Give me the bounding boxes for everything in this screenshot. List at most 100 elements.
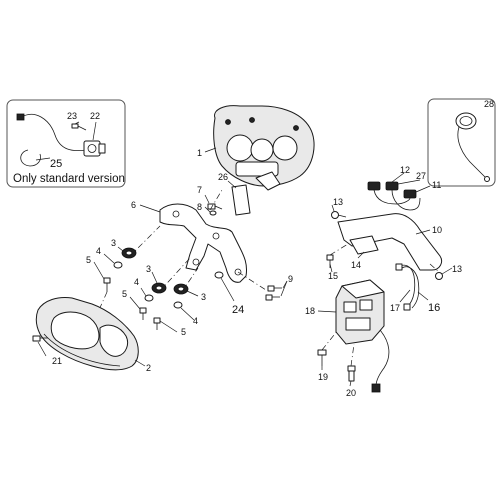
grommet-bore [125,250,133,256]
cable-connector [16,113,25,121]
cluster-mount-tab [255,171,281,191]
callout-21: 21 [52,356,62,366]
bracket-hole-1 [172,210,180,218]
assembly-line [180,267,199,294]
leader-23 [74,121,80,125]
callout-5a: 5 [86,255,91,265]
screw-13-upper: 13 [331,197,347,219]
cable-clip-25 [20,149,41,167]
leader-14 [357,251,365,259]
cluster-dial-center [250,138,274,162]
callout-28: 28 [484,99,494,109]
screw-15: 15 [326,254,338,281]
leader-3c [186,290,199,297]
cable-16-end-bottom [403,303,411,311]
cluster-dial-left [226,134,254,162]
grommet-bore [155,285,163,291]
assembly-line [237,271,267,291]
grommets-3: 3 3 3 [111,238,206,302]
assembly-line [321,329,339,351]
bolt-20-thread [348,370,355,382]
sensor-face [87,144,97,153]
leader-2 [134,359,146,367]
callout-6: 6 [131,200,136,210]
callout-19: 19 [318,372,328,382]
harness-wire-b [391,189,421,211]
callout-1: 1 [197,148,202,158]
mounting-bracket-6: 6 [131,200,247,283]
leader-5a [93,261,105,280]
unit-18-block-3 [345,317,371,331]
unit-18-block-1 [343,301,357,313]
leader-13a [331,204,335,212]
bracket-26: 26 [218,172,251,216]
control-unit-18: 18 [305,279,390,393]
screw-9b-head [265,294,273,301]
inset-frame [6,99,126,188]
cap-28-strap [457,126,487,179]
callout-9: 9 [288,274,293,284]
leader-4a [103,253,115,264]
washer-4c [173,301,183,309]
callout-3a: 3 [111,238,116,248]
screw-15-head [326,254,334,261]
screw-23 [71,123,87,131]
screw-7-shank [214,205,223,210]
cover-2-window-left [50,311,100,350]
assembly-lines-right [321,243,440,367]
leader-5b [129,296,141,310]
bracket-6-body [159,203,247,283]
inset-frame-28 [427,98,496,187]
leader-11 [415,185,431,193]
bracket-10-body [337,213,443,271]
leader-4b [140,287,147,297]
sensor-cable [19,113,87,152]
callout-10: 10 [432,225,442,235]
cluster-boss-1 [225,119,231,125]
unit-18-block-2 [359,299,373,311]
inset-caption: Only standard version [13,173,125,185]
leader-21 [37,341,47,357]
callout-23: 23 [67,111,77,121]
leader-17 [399,289,411,303]
leader-22 [92,121,97,141]
screw-5a [103,277,111,292]
callout-12: 12 [400,165,410,175]
leader-7 [204,194,210,204]
screw-19: 19 [317,349,328,382]
callout-13a: 13 [333,197,343,207]
cap-28 [455,112,477,130]
leader-24 [220,277,235,302]
screw-head [103,277,111,284]
callout-5b: 5 [122,289,127,299]
leader-9b [280,280,288,297]
callout-3c: 3 [201,292,206,302]
callout-26: 26 [218,172,228,182]
bracket-10: 10 14 [337,213,443,271]
cable-16-end-top [395,263,403,271]
callout-25: 25 [50,158,62,170]
screw-19-head [317,349,327,356]
inset-part-28: 28 [427,98,496,187]
grommet-3-upper [121,247,137,259]
bracket-14-tab [349,235,379,255]
screw-21-head [32,335,41,342]
leader-12 [391,172,405,183]
screw-5c [153,317,161,330]
screw-13-lower: 13 [435,264,462,280]
cover-2-edge [43,333,121,367]
sensor-tip [98,143,106,154]
cap-28-inner [459,116,473,126]
callout-11: 11 [432,180,441,190]
cable-16-a [397,264,416,307]
washer-4a [113,261,123,269]
leader-27 [397,179,421,185]
cluster-boss-3 [293,125,299,131]
leader-6 [139,204,161,213]
washers-4: 4 4 4 [96,246,198,326]
leader-15 [329,263,333,273]
leader-1 [204,147,217,153]
callout-13b: 13 [452,264,462,274]
screws-5: 5 5 5 [86,255,186,337]
